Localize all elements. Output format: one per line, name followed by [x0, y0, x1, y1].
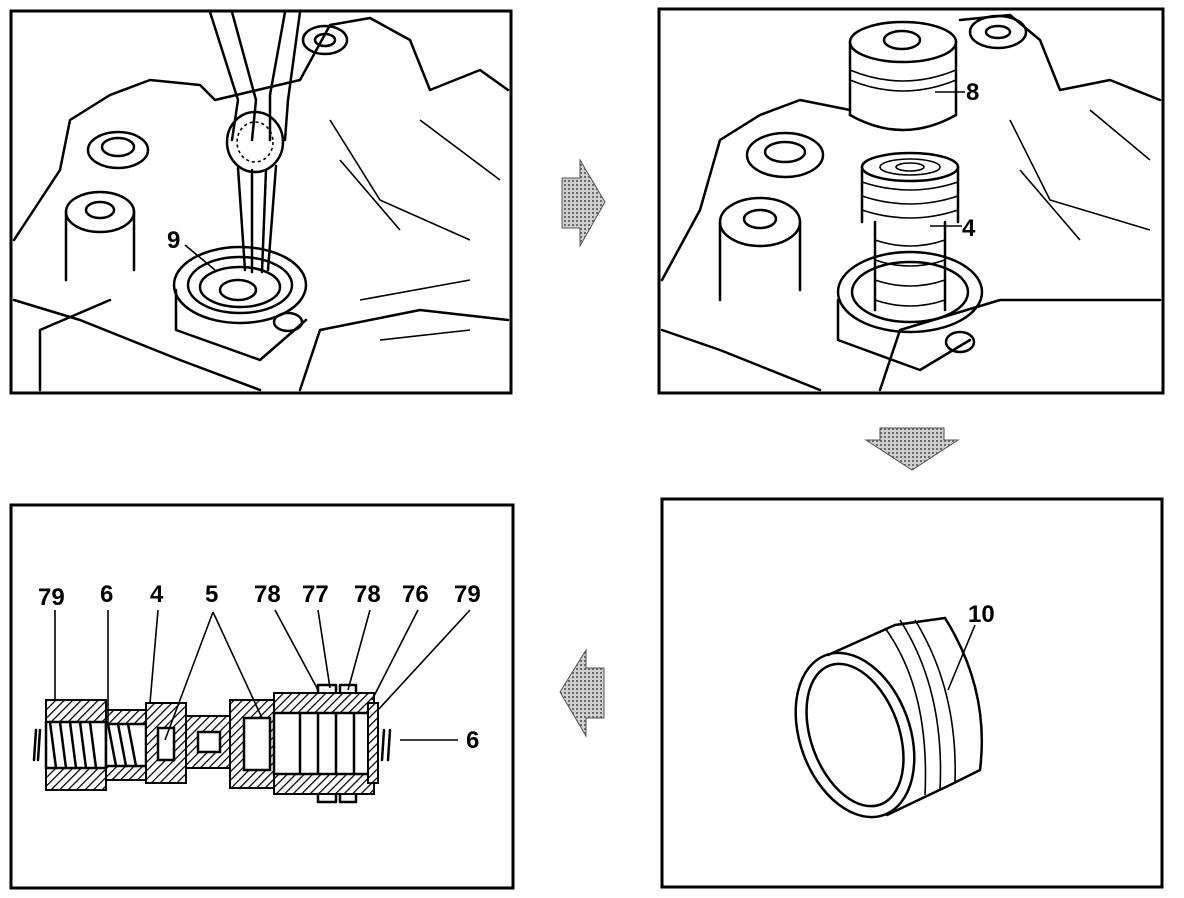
- callout-79-left: 79: [38, 584, 65, 611]
- callout-4: 4: [150, 581, 164, 608]
- arrow-down-icon: [864, 427, 960, 471]
- callout-78-left: 78: [254, 581, 281, 608]
- callout-79-right: 79: [454, 581, 481, 608]
- callout-78-right: 78: [354, 581, 381, 608]
- panel-step-1: 9: [9, 9, 513, 395]
- valve-cross-section: [32, 683, 392, 804]
- panel-step-2: 8 4: [657, 7, 1165, 395]
- panel-step-3: 10: [660, 497, 1164, 889]
- callout-10: 10: [968, 601, 995, 628]
- callout-6-right: 6: [466, 727, 479, 754]
- callout-4: 4: [962, 215, 976, 242]
- arrow-right-icon: [561, 158, 606, 248]
- panel-step-4: 79 6 4 5 78 77 78 76 79 6: [9, 503, 515, 890]
- valve-housing-drawing: [12, 10, 510, 392]
- arrow-left-icon: [559, 648, 605, 738]
- valve-removal-drawing: [660, 13, 1162, 392]
- callout-6-top: 6: [100, 581, 113, 608]
- callout-9: 9: [167, 227, 180, 254]
- callout-8: 8: [966, 79, 979, 106]
- callout-77: 77: [302, 581, 329, 608]
- callout-76: 76: [402, 581, 429, 608]
- sleeve-drawing: [794, 616, 984, 819]
- callout-5: 5: [205, 581, 218, 608]
